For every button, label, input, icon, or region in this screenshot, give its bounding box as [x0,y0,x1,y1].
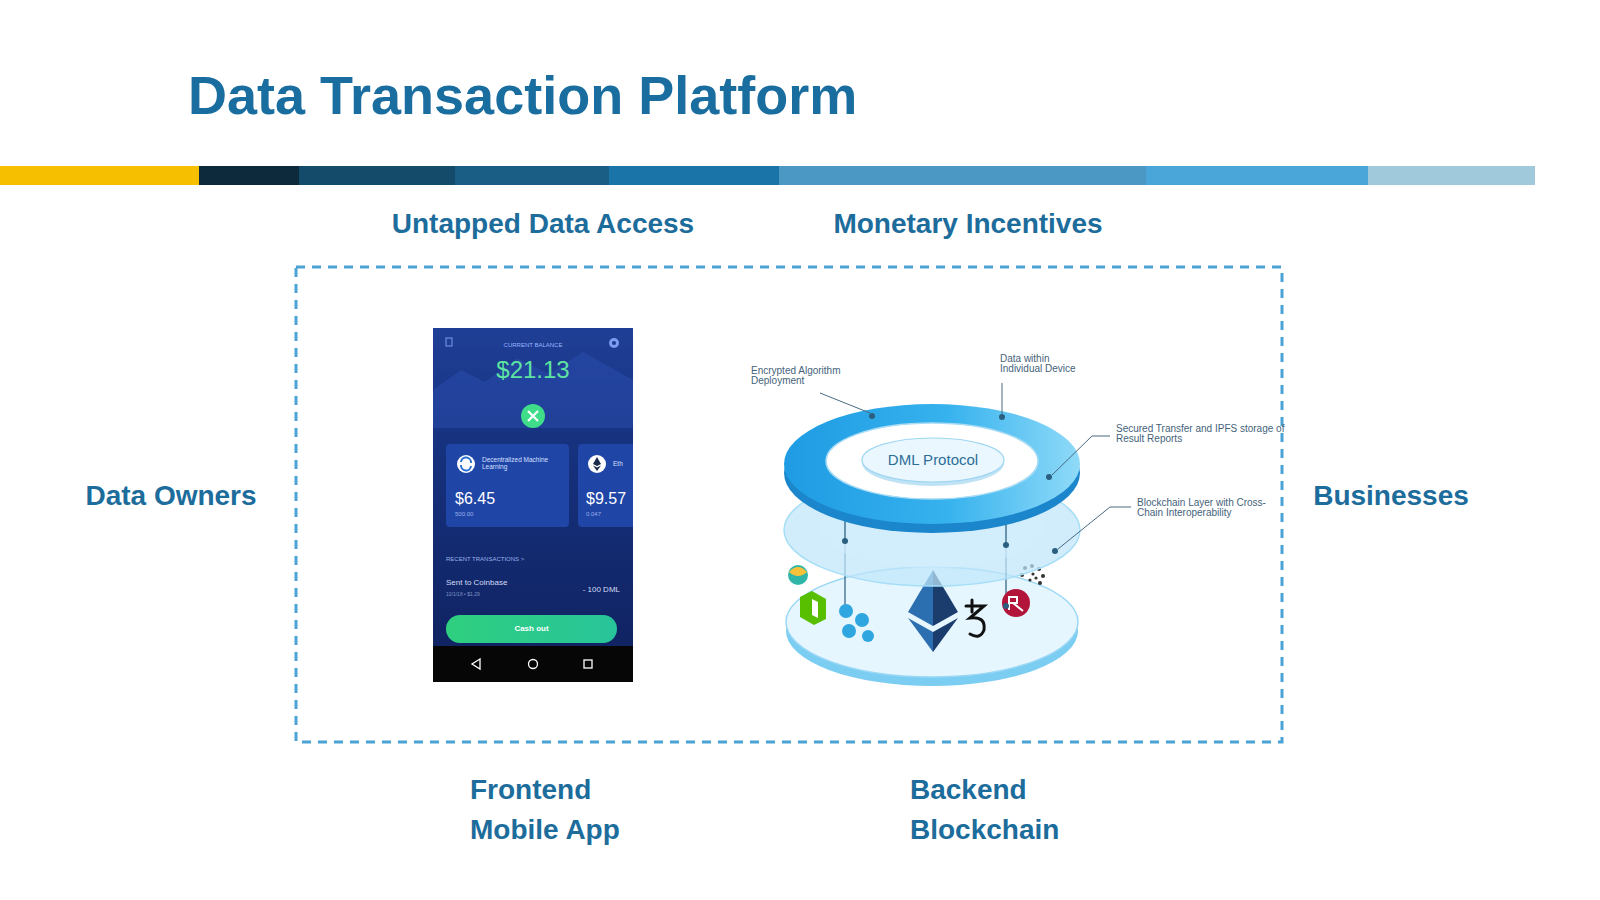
callout-text: Secured Transfer and IPFS storage of Res… [1116,424,1286,444]
nem-logo-part [789,567,807,576]
neo-logo-part [812,599,818,618]
ethereum-logo-part [933,618,958,652]
ripple-logo-part [855,613,869,627]
phone-decor-part [472,659,480,669]
nem-logo-part [788,565,808,585]
nem-logo [788,565,808,585]
asset-value: $9.57 [586,490,633,508]
iota-logo-part [1034,576,1037,579]
color-bar [0,166,1535,185]
asset-name: Eth [613,460,633,467]
section-caption: RECENT TRANSACTIONS > [446,556,596,563]
neo-logo [800,591,826,625]
coin-icon-part [588,455,606,473]
color-bar-part [1146,166,1368,185]
asset-card: Decentralized Machine Learning $6.45 500.0… [446,444,569,527]
transaction-date: 10/1/18 • $1.29 [446,592,536,598]
leader-line-part [1002,383,1003,414]
coin-icon-part [593,457,601,471]
cash-out-button: Cash out [446,615,617,643]
callout-dot-part [869,413,875,419]
protocol-ellipse: DML Protocol [861,435,1005,487]
phone-decor-part [584,660,592,668]
transaction-amount: - 100 DML [545,585,620,594]
asset-value: $6.45 [455,490,555,508]
balance-caption: CURRENT BALANCE [473,342,593,349]
color-bar-part [779,166,1146,185]
tezos-logo-part [971,600,974,612]
layer-dot-part [1003,603,1009,609]
callout-dot-part [999,414,1005,420]
coin-icon-part [461,457,471,470]
iota-logo-part [1028,578,1031,581]
phone-screen: CURRENT BALANCE $21.13RECENT TRANSACTIONS… [433,328,633,682]
leader-line-part [1058,507,1131,549]
top-ring-part [784,404,1080,524]
side-label: Businesses [1296,480,1486,512]
ellipse-outline-part [862,438,1004,482]
neo-logo-part [800,591,826,625]
tezos-logo-part [966,606,984,636]
phone-decor-part [528,411,538,421]
augur-logo-part [1009,596,1023,611]
top-ring-part [826,423,1038,499]
color-bar-part [299,166,455,185]
phone-decor-part [612,341,616,345]
iota-logo-part [1041,574,1045,578]
color-bar-part [199,166,299,185]
color-bar-part [455,166,609,185]
coin-icon-part [457,455,475,473]
iota-logo-part [1038,581,1042,585]
leader-line-part [1052,436,1110,475]
layer-dot [842,538,1009,609]
iota-logo-part [1031,572,1034,575]
layer-dot-part [1003,542,1009,548]
transaction-text: Sent to Coinbase [446,578,556,587]
balance-amount: $21.13 [473,356,593,384]
augur-logo-part [1002,589,1030,617]
phone-decor-part [609,338,619,348]
leader-line-part [820,393,870,413]
title: Data Transaction Platform [188,66,1088,125]
phone-decor-part [521,404,545,428]
ripple-logo-part [839,604,853,618]
ripple-logo [839,604,874,642]
ripple-logo-part [842,624,856,638]
ripple-logo-part [862,630,874,642]
component-label: Backend Blockchain [910,770,1080,850]
color-bar-part [609,166,779,185]
callout-text: Data within Individual Device [1000,354,1092,374]
asset-name: Decentralized Machine Learning [482,456,564,471]
phone-decor-part [446,338,452,346]
protocol-name: DML Protocol [888,451,978,468]
phone-decor-part [529,660,538,669]
asset-amount: 0.047 [586,511,631,518]
section-heading: Untapped Data Access [383,208,703,240]
callout-text: Encrypted Algorithm Deployment [751,366,859,386]
side-label: Data Owners [61,480,281,512]
section-heading: Monetary Incentives [808,208,1128,240]
button-text: Cash out [446,624,617,633]
leader-line [820,383,1131,549]
dashed-frame [296,267,1282,742]
ethereum-logo-part [908,618,933,652]
callout-text: Blockchain Layer with Cross-Chain Intero… [1137,498,1271,518]
callout-dot-part [1052,548,1058,554]
component-label: Frontend Mobile App [470,770,650,850]
tezos-logo [966,600,984,636]
asset-amount: 500.00 [455,511,515,518]
layer-dot-part [842,538,848,544]
callout-dot-part [1046,474,1052,480]
top-ring [784,404,1080,533]
phone-decor-part [433,352,633,428]
asset-card: Eth $9.57 0.047 [578,444,633,527]
color-bar-part [0,166,199,185]
phone-decor-part [433,646,633,682]
color-bar-part [1368,166,1535,185]
augur-logo [1002,589,1030,617]
